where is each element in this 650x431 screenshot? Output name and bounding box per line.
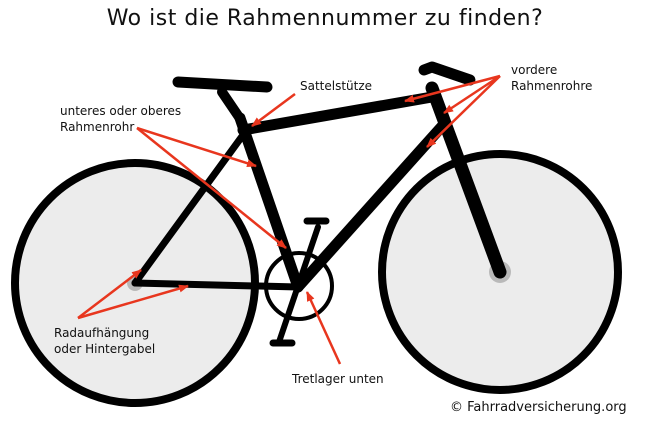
arrow-vordere-2 — [443, 74, 501, 115]
arrow-vordere-3 — [426, 75, 501, 148]
chain-stay — [131, 279, 302, 291]
arrow-vordere-1 — [404, 74, 501, 103]
arrows — [77, 74, 501, 365]
handlebar — [418, 61, 476, 86]
arrow-radauf-1 — [77, 269, 142, 319]
head-tube-fork — [425, 81, 507, 279]
down-tube — [292, 117, 451, 293]
diagram-title: Wo ist die Rahmennummer zu finden? — [106, 6, 544, 31]
label-vordere-2: Rahmenrohre — [511, 79, 593, 93]
label-sattelstuetze: Sattelstütze — [300, 79, 373, 93]
seat-tube — [234, 112, 304, 293]
label-radauf-1: Radaufhängung — [54, 326, 150, 340]
crank-arm — [276, 224, 321, 345]
arrow-radauf-2 — [77, 284, 189, 320]
label-vordere-1: vordere — [511, 63, 558, 77]
seat-stay — [131, 131, 247, 287]
arrow-unteres-1 — [136, 126, 257, 168]
arrow-tretlager — [305, 291, 342, 365]
seat-post — [217, 87, 246, 125]
arrow-sattelstuetze — [251, 92, 296, 128]
chainring — [264, 251, 334, 321]
label-tretlager: Tretlager unten — [292, 372, 384, 386]
saddle — [172, 76, 273, 93]
label-radauf-2: oder Hintergabel — [54, 342, 156, 356]
label-unteres-2: Rahmenrohr — [60, 120, 135, 134]
arrow-unteres-2 — [136, 127, 287, 249]
top-tube — [237, 91, 438, 136]
credit-text: © Fahrradversicherung.org — [450, 400, 627, 415]
label-unteres-1: unteres oder oberes — [60, 104, 182, 118]
